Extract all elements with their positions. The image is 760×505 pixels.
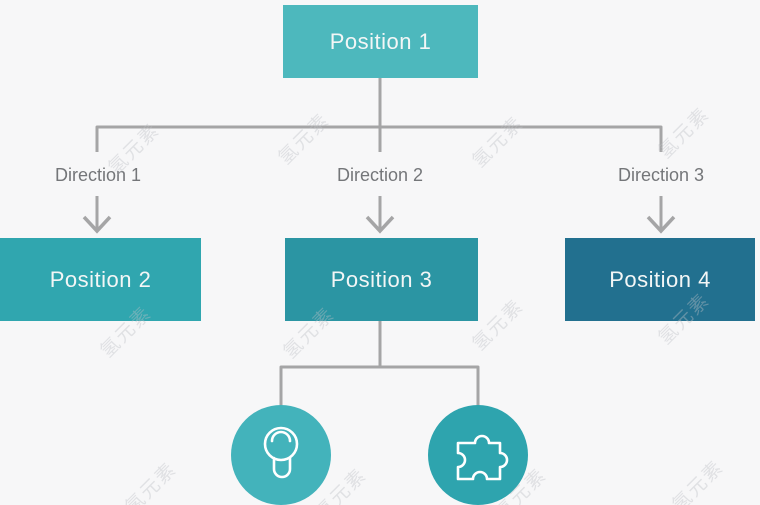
puzzle-icon: [456, 434, 509, 481]
position-4-label: Position 4: [609, 266, 711, 292]
direction-1-label: Direction 1: [54, 165, 142, 185]
position-2-box: Position 2: [0, 238, 201, 321]
position-1-label: Position 1: [329, 28, 432, 54]
tree-connectors: [95, 78, 663, 410]
arrow-down-icon: [82, 215, 112, 234]
arrow-down-icon: [365, 215, 395, 234]
position-3-box: Position 3: [285, 238, 478, 321]
arrowheads: [82, 215, 676, 234]
position-3-label: Position 3: [330, 266, 433, 292]
position-4-box: Position 4: [565, 238, 755, 321]
lightbulb-icon: [263, 426, 299, 479]
direction-3-label: Direction 3: [617, 165, 705, 185]
position-1-box: Position 1: [283, 5, 478, 78]
idea-leaf-node: [231, 405, 331, 505]
direction-2-label: Direction 2: [336, 165, 424, 185]
position-2-label: Position 2: [49, 266, 152, 292]
puzzle-leaf-node: [428, 405, 528, 505]
arrow-down-icon: [646, 215, 676, 234]
